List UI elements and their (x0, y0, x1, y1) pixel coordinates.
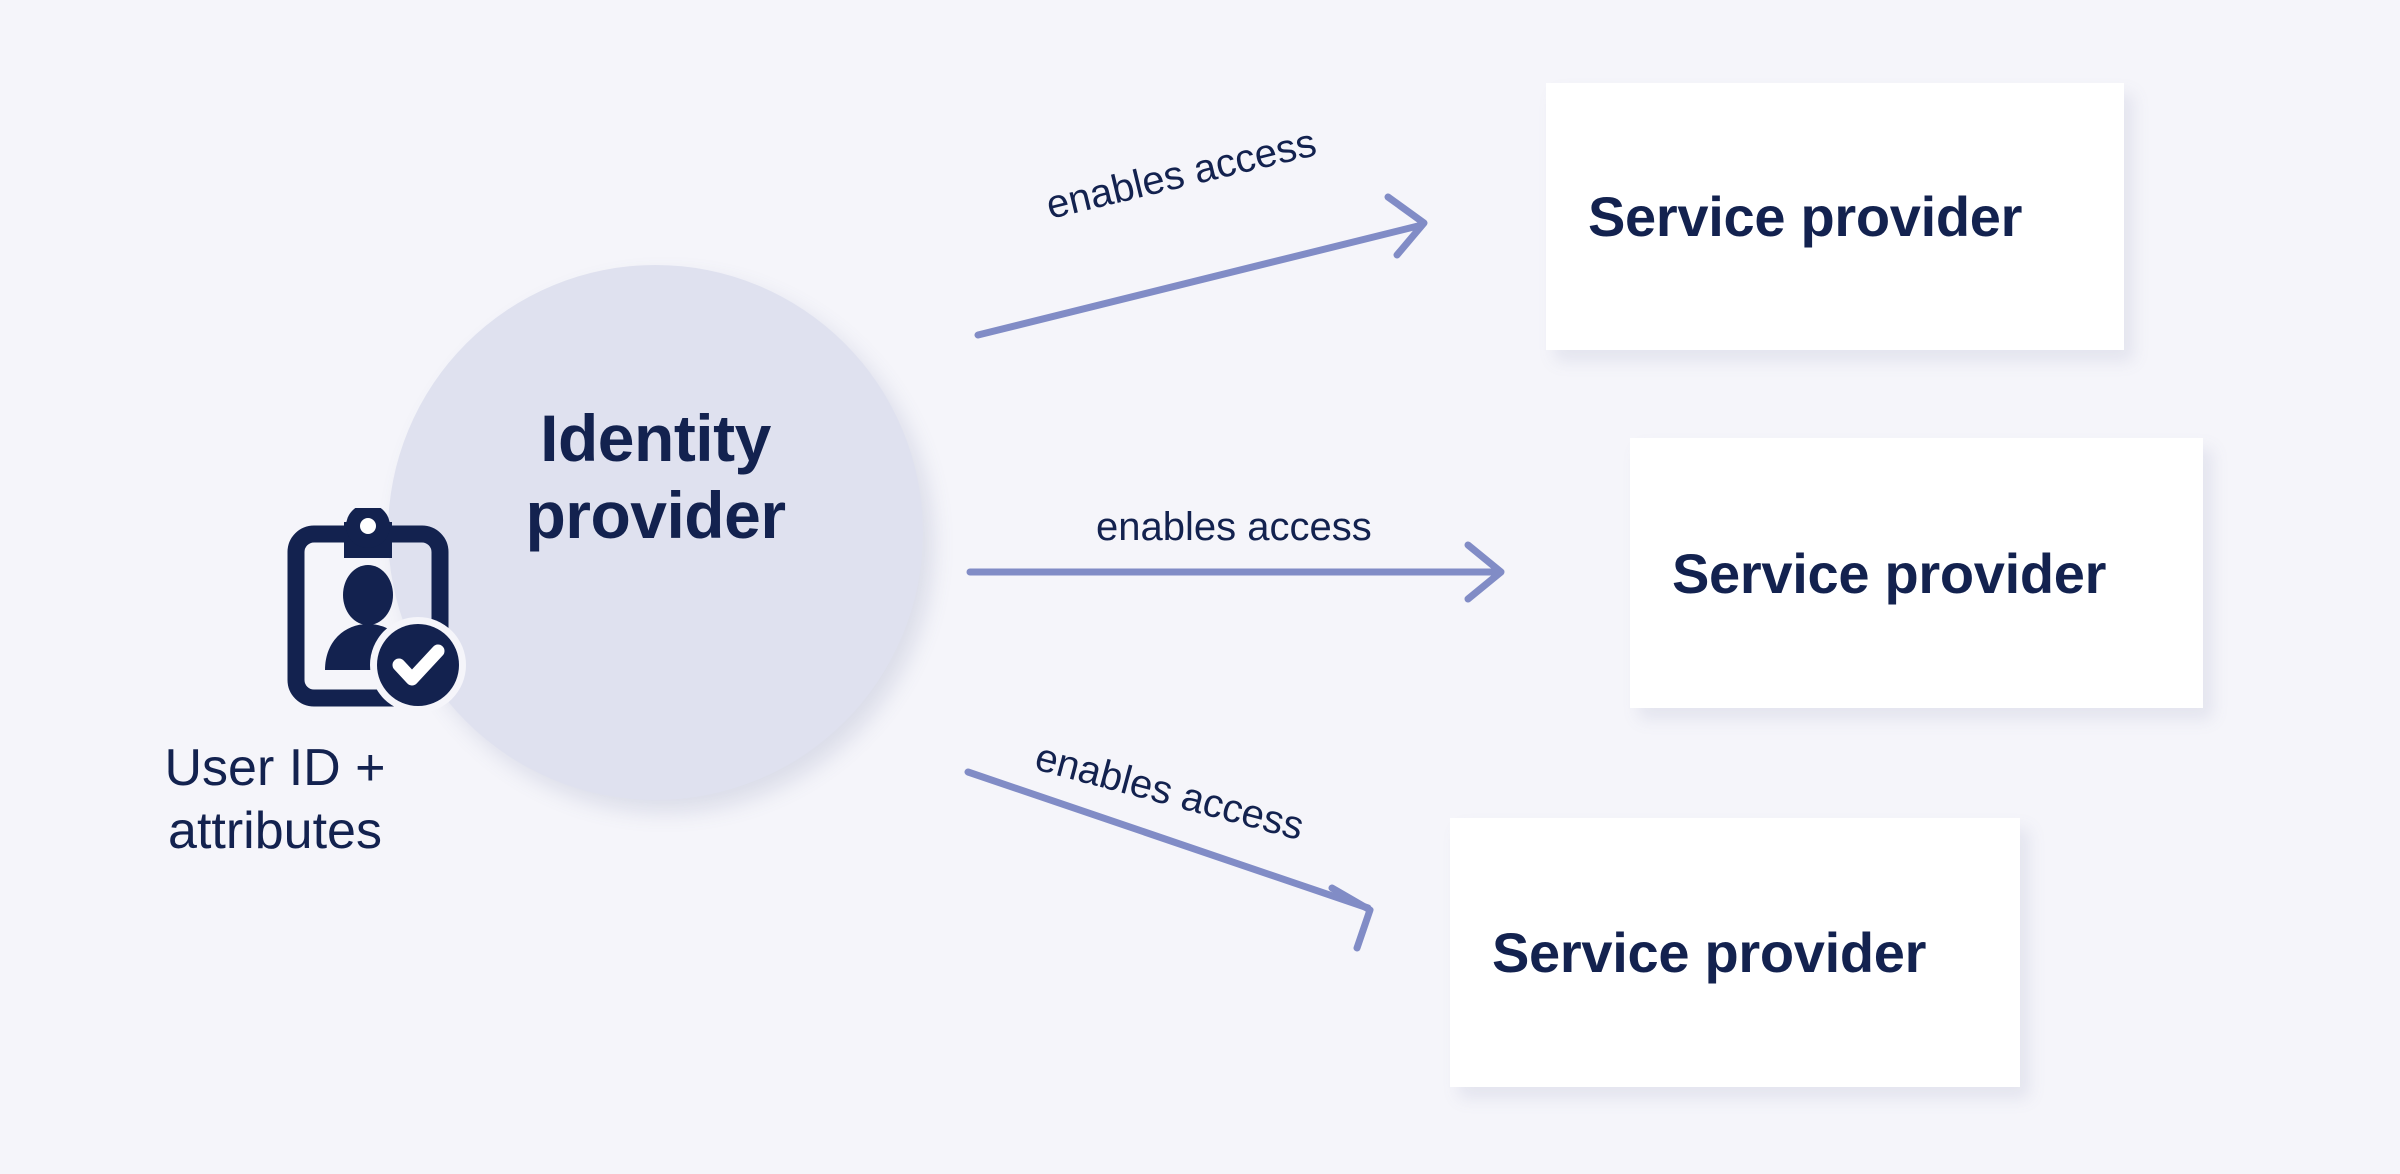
connection-label-1: enables access (1042, 120, 1321, 228)
connection-label-2: enables access (1096, 505, 1372, 549)
service-provider-box-1: Service provider (1546, 83, 2124, 350)
connection-arrow-2 (966, 541, 1505, 603)
service-provider-box-2: Service provider (1630, 438, 2203, 708)
service-provider-box-3: Service provider (1450, 818, 2020, 1087)
service-provider-label-1: Service provider (1588, 185, 2023, 248)
identity-provider-title-line2: provider (525, 478, 786, 553)
service-provider-label-3: Service provider (1492, 921, 1927, 984)
identity-provider-circle (388, 265, 923, 800)
identity-provider-title: Identity provider (388, 400, 923, 554)
service-provider-label-2: Service provider (1672, 541, 2107, 605)
user-id-attributes-caption: User ID + attributes (60, 737, 490, 864)
user-caption-line2: attributes (168, 802, 382, 861)
connection-label-3: enables access (1030, 735, 1309, 849)
id-badge-verified-icon (282, 504, 487, 723)
user-caption-line1: User ID + (164, 739, 386, 797)
identity-provider-title-line1: Identity (540, 401, 771, 475)
connection-arrow-1 (974, 193, 1428, 339)
